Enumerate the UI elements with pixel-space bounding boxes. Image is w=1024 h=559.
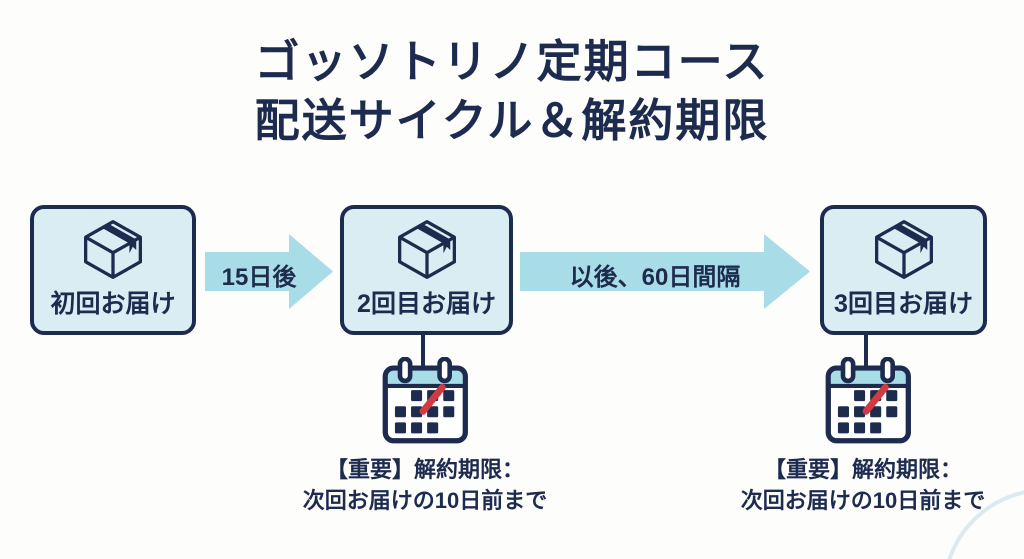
step-label: 2回目お届け: [357, 290, 496, 318]
deadline-note-line2: 次回お届けの10日前まで: [302, 488, 548, 513]
step-label: 初回お届け: [50, 290, 176, 318]
package-icon: [874, 220, 933, 279]
connector-line: [421, 333, 425, 371]
package-icon: [397, 220, 456, 279]
step-label: 3回目お届け: [834, 290, 973, 318]
deadline-note-line1: 【重要】解約期限：: [325, 457, 524, 482]
connector-line: [864, 333, 868, 371]
page-title-line2: 配送サイクル＆解約期限: [254, 95, 770, 146]
deadline-note: 【重要】解約期限： 次回お届けの10日前まで: [270, 454, 580, 516]
page-title: ゴッソトリノ定期コース 配送サイクル＆解約期限: [0, 32, 1024, 150]
calendar-icon: [825, 357, 911, 444]
arrow-right-icon: [205, 234, 333, 309]
package-icon: [84, 220, 142, 279]
arrow-label-interval-60days: 以後、60日間隔: [569, 264, 741, 291]
deadline-note-line2: 次回お届けの10日前まで: [740, 488, 986, 513]
arrow-right-icon: [520, 234, 810, 309]
page-title-line1: ゴッソトリノ定期コース: [254, 36, 770, 87]
arrow-label-interval-15days: 15日後: [221, 264, 297, 291]
deadline-note-line1: 【重要】解約期限：: [763, 457, 962, 482]
step-box-third-delivery: 3回目お届け: [820, 205, 987, 335]
step-box-first-delivery: 初回お届け: [30, 205, 196, 335]
calendar-icon: [382, 357, 468, 444]
step-box-second-delivery: 2回目お届け: [340, 205, 513, 335]
deadline-note: 【重要】解約期限： 次回お届けの10日前まで: [708, 454, 1018, 516]
